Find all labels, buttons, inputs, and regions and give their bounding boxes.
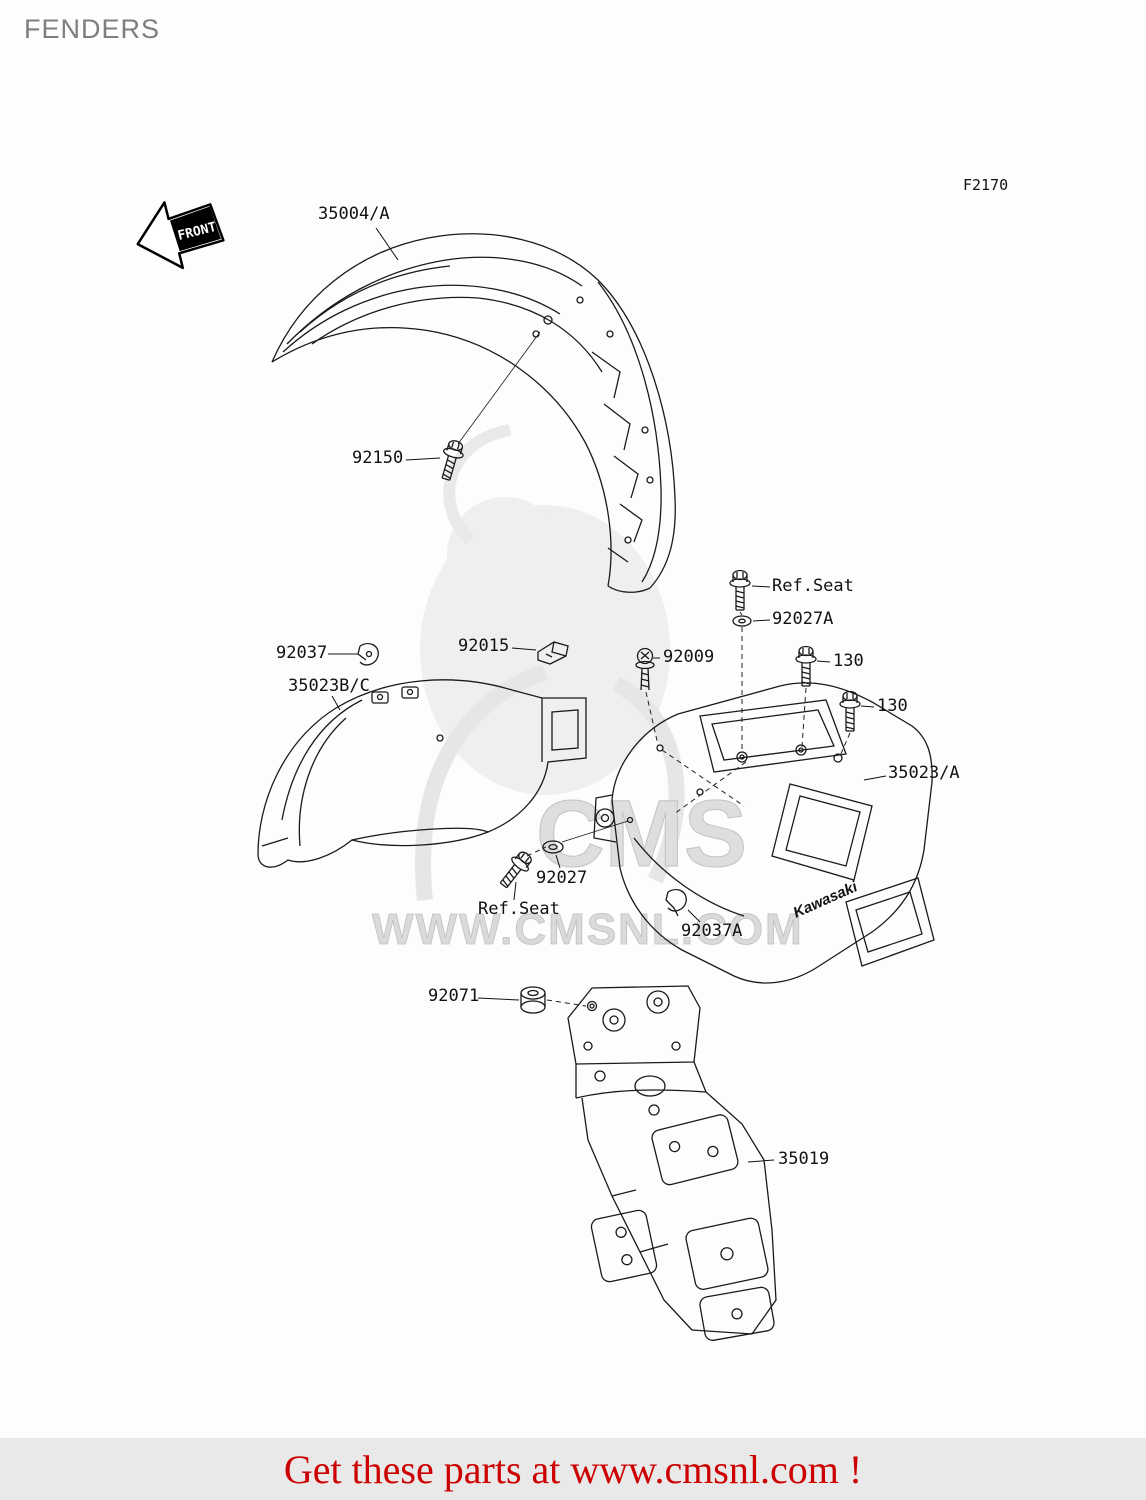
assembly-dash-lines — [526, 611, 851, 1007]
part-label-92150: 92150 — [352, 448, 404, 468]
part-label-35004a: 35004/A — [318, 204, 390, 224]
part-label-35019: 35019 — [778, 1149, 830, 1169]
part-label-ref-seat-top: Ref.Seat — [772, 576, 854, 596]
clip-92015-drawing — [537, 641, 569, 665]
part-label-92015: 92015 — [458, 636, 510, 656]
part-label-92037a: 92037A — [681, 921, 743, 941]
washer-92027a-drawing — [732, 615, 752, 627]
screw-92009-drawing — [635, 647, 655, 691]
cmsnl-watermark: CMS WWW.CMSNL.COM — [372, 424, 804, 954]
part-label-92037: 92037 — [276, 643, 328, 663]
front-direction-arrow: FRONT — [136, 201, 225, 270]
bolt-ref-seat-top-drawing — [729, 569, 751, 611]
footer-cta-link[interactable]: Get these parts at www.cmsnl.com ! — [283, 1446, 863, 1492]
kawasaki-logo-text: Kawasaki — [791, 878, 861, 922]
figure-code: F2170 — [963, 176, 1009, 194]
clamp-92037a-drawing — [665, 888, 687, 917]
part-label-130a: 130 — [833, 651, 864, 671]
front-fender-drawing — [271, 233, 676, 593]
clamp-92037-drawing — [357, 642, 379, 666]
footer-banner: Get these parts at www.cmsnl.com ! — [0, 1438, 1146, 1500]
part-label-92071: 92071 — [428, 986, 480, 1006]
part-label-ref-seat-bottom: Ref.Seat — [478, 899, 560, 919]
part-label-92027a: 92027A — [772, 609, 834, 629]
bracket-35019-drawing — [567, 985, 777, 1341]
part-label-92027: 92027 — [536, 868, 588, 888]
page-title: FENDERS — [24, 14, 161, 44]
bolt-130a-drawing — [795, 645, 817, 687]
part-label-35023a: 35023/A — [888, 763, 960, 783]
grommet-92071-drawing — [520, 986, 546, 1014]
part-label-130b: 130 — [877, 696, 908, 716]
watermark-site-text: WWW.CMSNL.COM — [372, 905, 804, 954]
rear-fender-inner-drawing — [257, 679, 587, 868]
part-label-92009: 92009 — [663, 647, 715, 667]
bolt-130b-drawing — [839, 690, 861, 732]
part-label-35023bc: 35023B/C — [288, 676, 370, 696]
washer-92027-drawing — [542, 820, 629, 854]
label-leader-lines — [328, 227, 887, 1163]
watermark-cms-text: CMS — [536, 781, 747, 887]
